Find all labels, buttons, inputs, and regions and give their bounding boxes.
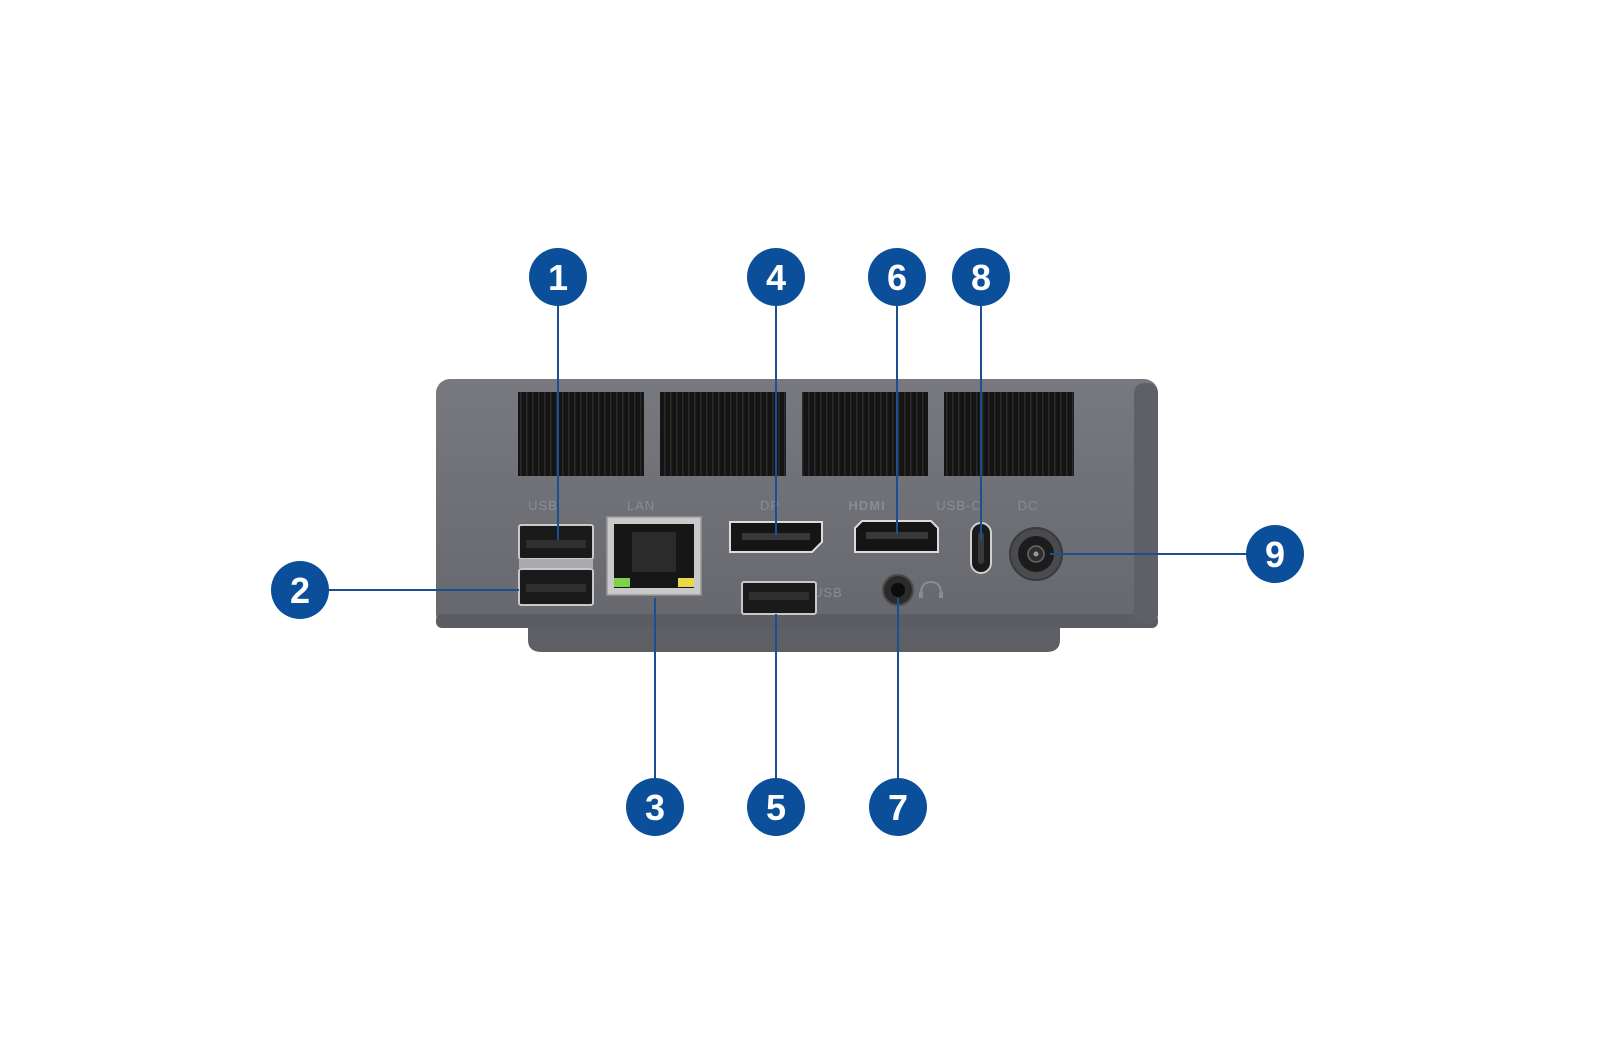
label-usb-small: USB (813, 585, 843, 600)
callout-2: 2 (271, 561, 329, 619)
callout-4: 4 (747, 248, 805, 306)
svg-text:2: 2 (290, 570, 310, 611)
callout-1: 1 (529, 248, 587, 306)
svg-text:7: 7 (888, 787, 908, 828)
lan-port (606, 516, 702, 596)
usb-a-bottom (518, 568, 594, 606)
label-dc: DC (1018, 498, 1039, 513)
hdmi-port (854, 520, 939, 553)
svg-text:9: 9 (1265, 534, 1285, 575)
svg-text:5: 5 (766, 787, 786, 828)
callout-3: 3 (626, 778, 684, 836)
vent-2 (660, 392, 786, 476)
chassis-side (1134, 383, 1158, 623)
usb-a-front (741, 581, 817, 615)
callout-9: 9 (1246, 525, 1304, 583)
usb-a-top (518, 524, 594, 560)
callout-5: 5 (747, 778, 805, 836)
chassis-bottom-edge (436, 614, 1158, 628)
label-hdmi: HDMI (848, 498, 885, 513)
vent-4 (944, 392, 1074, 476)
usb-a-divider (519, 559, 593, 568)
svg-text:1: 1 (548, 257, 568, 298)
label-lan: LAN (627, 498, 655, 513)
svg-text:4: 4 (766, 257, 786, 298)
label-usbc: USB-C (936, 498, 981, 513)
callout-8: 8 (952, 248, 1010, 306)
vent-1 (518, 392, 644, 476)
svg-text:3: 3 (645, 787, 665, 828)
callout-6: 6 (868, 248, 926, 306)
callout-7: 7 (869, 778, 927, 836)
label-usb-top: USB (528, 498, 558, 513)
headphone-icon (919, 580, 943, 598)
svg-text:8: 8 (971, 257, 991, 298)
svg-text:6: 6 (887, 257, 907, 298)
label-dp: DP (760, 498, 780, 513)
vent-3 (802, 392, 928, 476)
